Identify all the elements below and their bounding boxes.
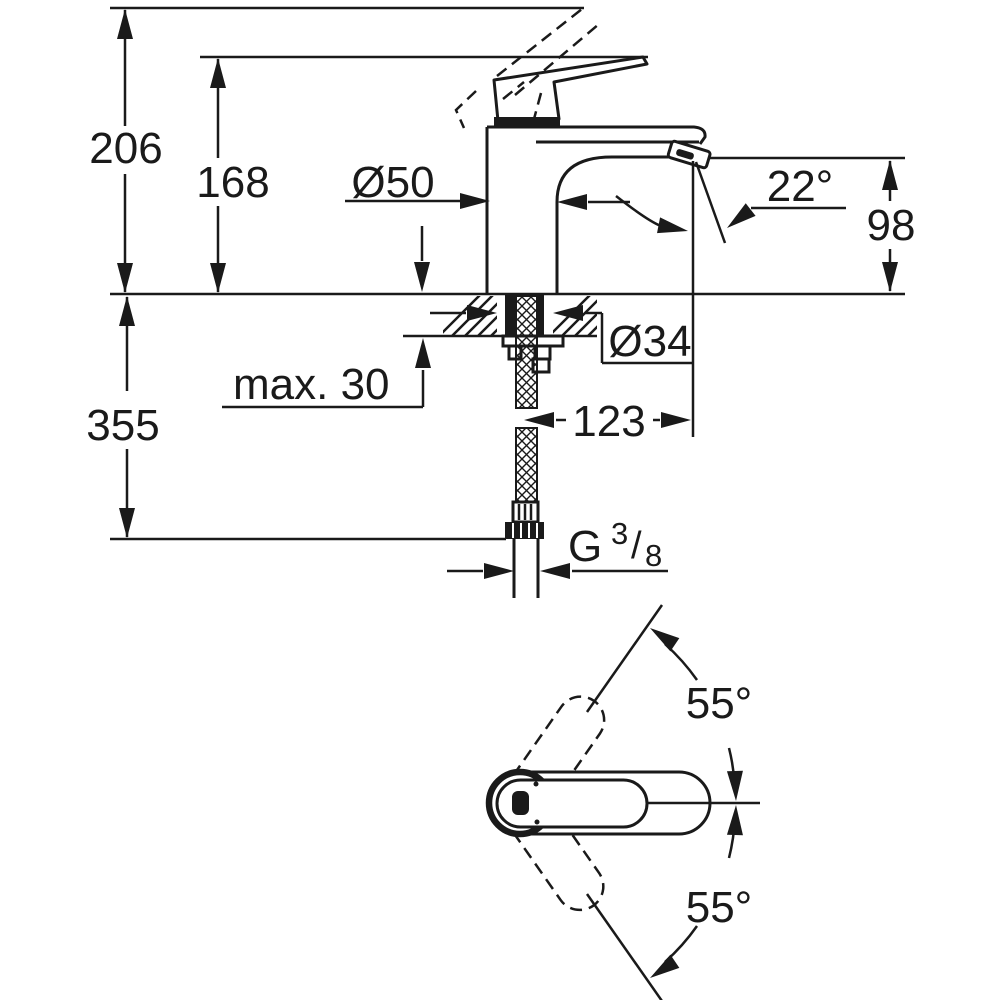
aerator (666, 139, 712, 170)
arc-arrow-center-up (726, 805, 743, 836)
thread-slash: / (631, 525, 642, 567)
arc-arrow-top (650, 628, 680, 652)
dim-max30-leader (222, 370, 425, 409)
dim-206-label: 206 (89, 124, 162, 173)
thread-g: G (568, 522, 602, 571)
dim-spout-angle: 22° (727, 162, 846, 228)
dim-98-arrow-bottom (882, 262, 898, 292)
dim-g38-arrow-right (540, 563, 570, 579)
dim-deck-thickness: max. 30 (222, 226, 431, 409)
dim-hole-diameter: Ø34 (430, 305, 692, 366)
dim-max30-arrow-down (414, 262, 430, 292)
swing-line-lower (585, 893, 663, 1000)
dim-123-arrow-right (661, 412, 691, 428)
body-top-plate (487, 125, 707, 145)
dim-d34-arrow-left (467, 305, 497, 321)
dim-168-label: 168 (196, 158, 269, 207)
dim-206-arrow-bottom (117, 263, 133, 293)
dim-d50-label: Ø50 (351, 158, 434, 207)
lever-inner-dashed (502, 81, 543, 120)
dim-98-arrow-top (882, 160, 898, 190)
dim-body-diameter: Ø50 (345, 158, 630, 210)
dim-hose-drop: 355 (86, 296, 160, 538)
plan-view: 55° 55° (485, 604, 760, 1000)
dim-168-arrow-bottom (210, 263, 226, 293)
thread-denominator: 8 (645, 538, 662, 573)
connection-tube (512, 539, 540, 598)
handle-dashed-lower (495, 777, 605, 912)
spout-angle-construction (615, 161, 727, 437)
lever-raised-body-dashed (454, 90, 477, 129)
threaded-stud-right (536, 294, 544, 336)
thread-numerator: 3 (611, 516, 628, 551)
arc-arrow-bottom (650, 954, 680, 978)
hex-nut-facets (512, 523, 538, 538)
swing-line-upper (585, 604, 664, 713)
angle-22-line (694, 161, 727, 244)
dim-g38-label: G 3 / 8 (568, 516, 662, 573)
dim-outlet-offset: 123 (524, 397, 691, 446)
spout-underside (555, 155, 673, 294)
dim-d34-leader (585, 311, 692, 365)
threaded-stud-left (505, 294, 515, 336)
dim-d50-arrow-left (460, 193, 490, 209)
dim-355-arrow-top (119, 296, 135, 326)
dim-d50-arrow-right (557, 194, 587, 210)
dim-168-arrow-top (210, 58, 226, 88)
dim-123-arrow-left (524, 412, 554, 428)
hose-braid-upper (515, 295, 538, 409)
flow-arc (615, 195, 662, 228)
lever (454, 8, 649, 129)
dim-max30-arrow-up (415, 338, 431, 368)
faucet-body (485, 125, 712, 294)
lever-solid (492, 55, 649, 123)
dim-123-label: 123 (572, 397, 645, 446)
dim-d34-arrow-right (553, 305, 583, 321)
ferrule-crimps (517, 504, 533, 520)
swing-arc (650, 628, 743, 978)
side-view: 206 168 Ø50 22° 98 (86, 6, 916, 598)
dim-55-lower-label: 55° (686, 883, 753, 932)
flow-arrow (657, 217, 688, 234)
dim-lever-height: 168 (196, 58, 270, 293)
aerator-slot (676, 149, 694, 160)
handle-dot-top (533, 781, 539, 787)
dim-355-arrow-bottom (119, 508, 135, 538)
dim-22-arrow (727, 203, 756, 228)
dim-thread: G 3 / 8 (447, 516, 668, 579)
supply-hose (505, 295, 544, 598)
dim-98-label: 98 (867, 201, 916, 250)
dim-d34-label: Ø34 (608, 317, 691, 366)
hose-braid-lower (515, 427, 538, 503)
arc-arrow-center-down (726, 770, 743, 801)
dim-outlet-height: 98 (867, 160, 916, 292)
dim-55-upper-label: 55° (686, 679, 753, 728)
dim-overall-height: 206 (89, 9, 163, 293)
dim-g38-arrow-left (484, 563, 514, 579)
lever-base (494, 117, 560, 127)
dim-22-label: 22° (767, 162, 834, 211)
handle-slot (512, 791, 529, 815)
hose-hex-nut (505, 522, 544, 539)
dim-355-label: 355 (86, 401, 159, 450)
dim-max30-label: max. 30 (233, 360, 390, 409)
dim-206-arrow-top (117, 9, 133, 39)
handle-dot-bottom (534, 819, 540, 825)
